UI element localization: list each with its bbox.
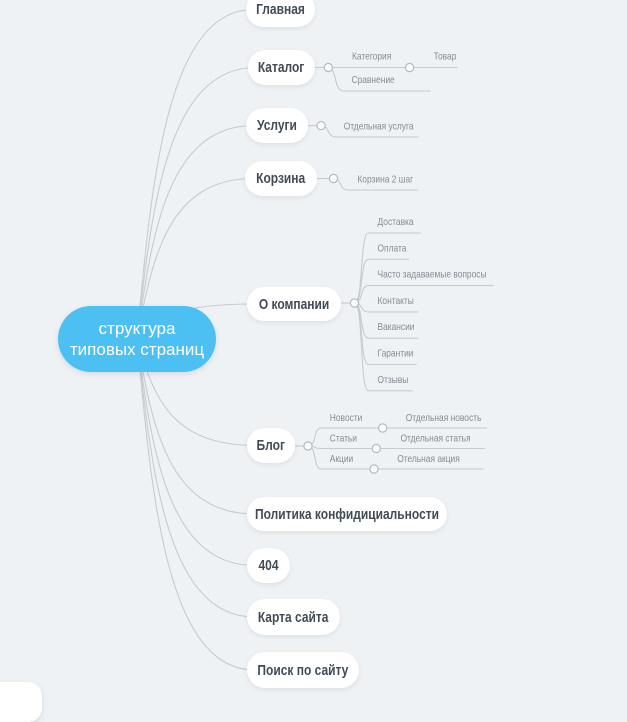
svg-text:Оплата: Оплата [378, 242, 407, 254]
svg-text:Вакансии: Вакансии [378, 321, 415, 333]
svg-text:Доставка: Доставка [378, 216, 414, 228]
svg-text:Отдельная статья: Отдельная статья [401, 433, 471, 445]
svg-text:Часто задаваемые вопросы: Часто задаваемые вопросы [378, 269, 487, 281]
svg-text:Отдельная новость: Отдельная новость [406, 412, 482, 424]
svg-text:Корзина 2 шаг: Корзина 2 шаг [357, 174, 413, 186]
svg-text:Сравнение: Сравнение [352, 74, 395, 86]
svg-text:Отдельная услуга: Отдельная услуга [344, 121, 414, 133]
svg-text:Статьи: Статьи [330, 433, 357, 445]
svg-text:Гарантии: Гарантии [378, 348, 414, 360]
svg-text:Акции: Акции [330, 453, 354, 465]
svg-text:Контакты: Контакты [378, 295, 414, 307]
svg-text:Категория: Категория [352, 51, 391, 63]
svg-text:Отзывы: Отзывы [378, 374, 409, 386]
svg-text:Отельная акция: Отельная акция [397, 453, 460, 465]
svg-text:Новости: Новости [330, 412, 363, 424]
svg-text:Товар: Товар [434, 51, 457, 63]
